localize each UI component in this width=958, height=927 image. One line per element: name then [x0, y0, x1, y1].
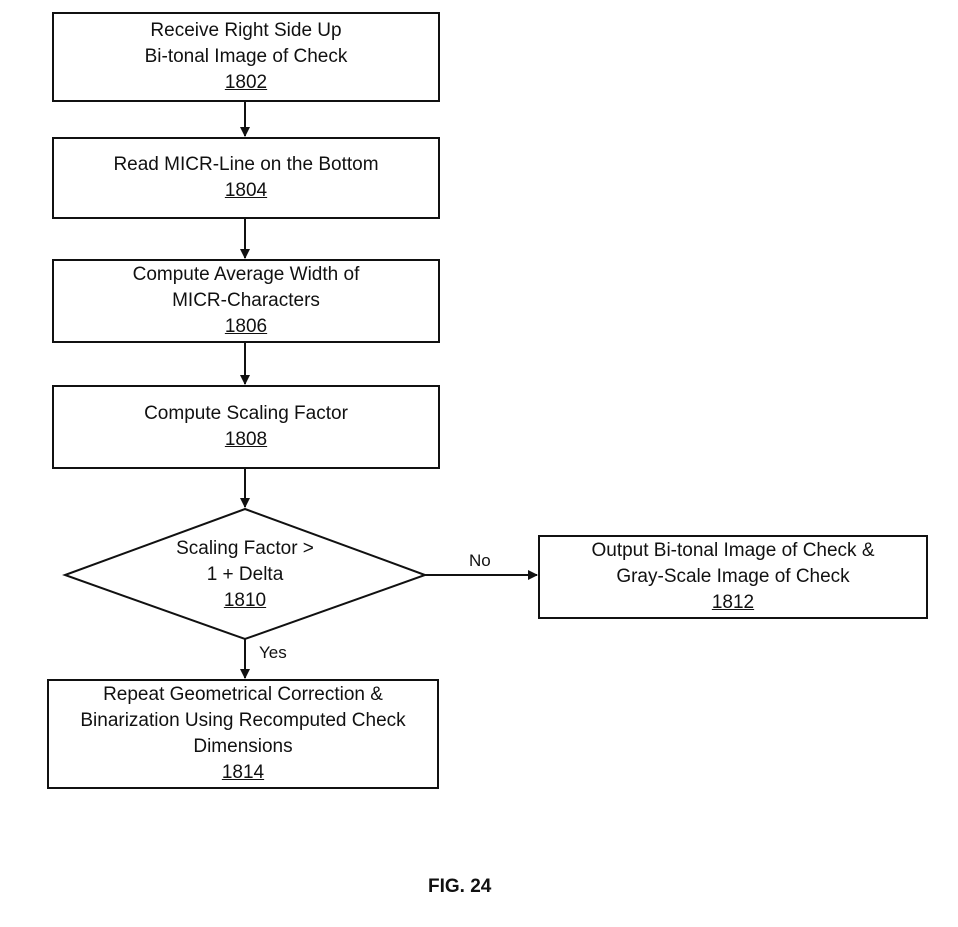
decision-1810-ref: 1810	[223, 590, 267, 611]
step-1802-ref: 1802	[224, 72, 268, 93]
decision-1810-line-2: 1 + Delta	[206, 564, 284, 585]
step-1804-line-1: Read MICR-Line on the Bottom	[113, 154, 379, 175]
figure-label: FIG. 24	[428, 876, 492, 897]
step-1802-box: Receive Right Side Up Bi-tonal Image of …	[52, 12, 440, 102]
step-1804-box: Read MICR-Line on the Bottom 1804	[52, 137, 440, 219]
decision-1810-text: Scaling Factor > 1 + Delta 1810	[145, 536, 345, 614]
step-1812-ref: 1812	[711, 592, 755, 613]
step-1808-ref: 1808	[224, 429, 268, 450]
step-1808-line-1: Compute Scaling Factor	[144, 403, 348, 424]
step-1814-box: Repeat Geometrical Correction & Binariza…	[47, 679, 439, 789]
edge-yes-label: Yes	[259, 643, 287, 662]
decision-1810-line-1: Scaling Factor >	[176, 538, 314, 559]
step-1814-line-3: Dimensions	[193, 736, 293, 757]
step-1812-line-2: Gray-Scale Image of Check	[616, 566, 850, 587]
step-1806-ref: 1806	[224, 316, 268, 337]
step-1802-line-1: Receive Right Side Up	[150, 20, 342, 41]
step-1812-box: Output Bi-tonal Image of Check & Gray-Sc…	[538, 535, 928, 619]
step-1806-box: Compute Average Width of MICR-Characters…	[52, 259, 440, 343]
step-1804-ref: 1804	[224, 180, 268, 201]
step-1814-line-2: Binarization Using Recomputed Check	[80, 710, 406, 731]
step-1806-line-1: Compute Average Width of	[132, 264, 360, 285]
step-1806-line-2: MICR-Characters	[172, 290, 320, 311]
step-1808-box: Compute Scaling Factor 1808	[52, 385, 440, 469]
step-1814-line-1: Repeat Geometrical Correction &	[103, 684, 383, 705]
step-1814-ref: 1814	[221, 762, 265, 783]
step-1802-line-2: Bi-tonal Image of Check	[144, 46, 348, 67]
edge-no-label: No	[469, 551, 491, 570]
step-1812-line-1: Output Bi-tonal Image of Check &	[591, 540, 875, 561]
